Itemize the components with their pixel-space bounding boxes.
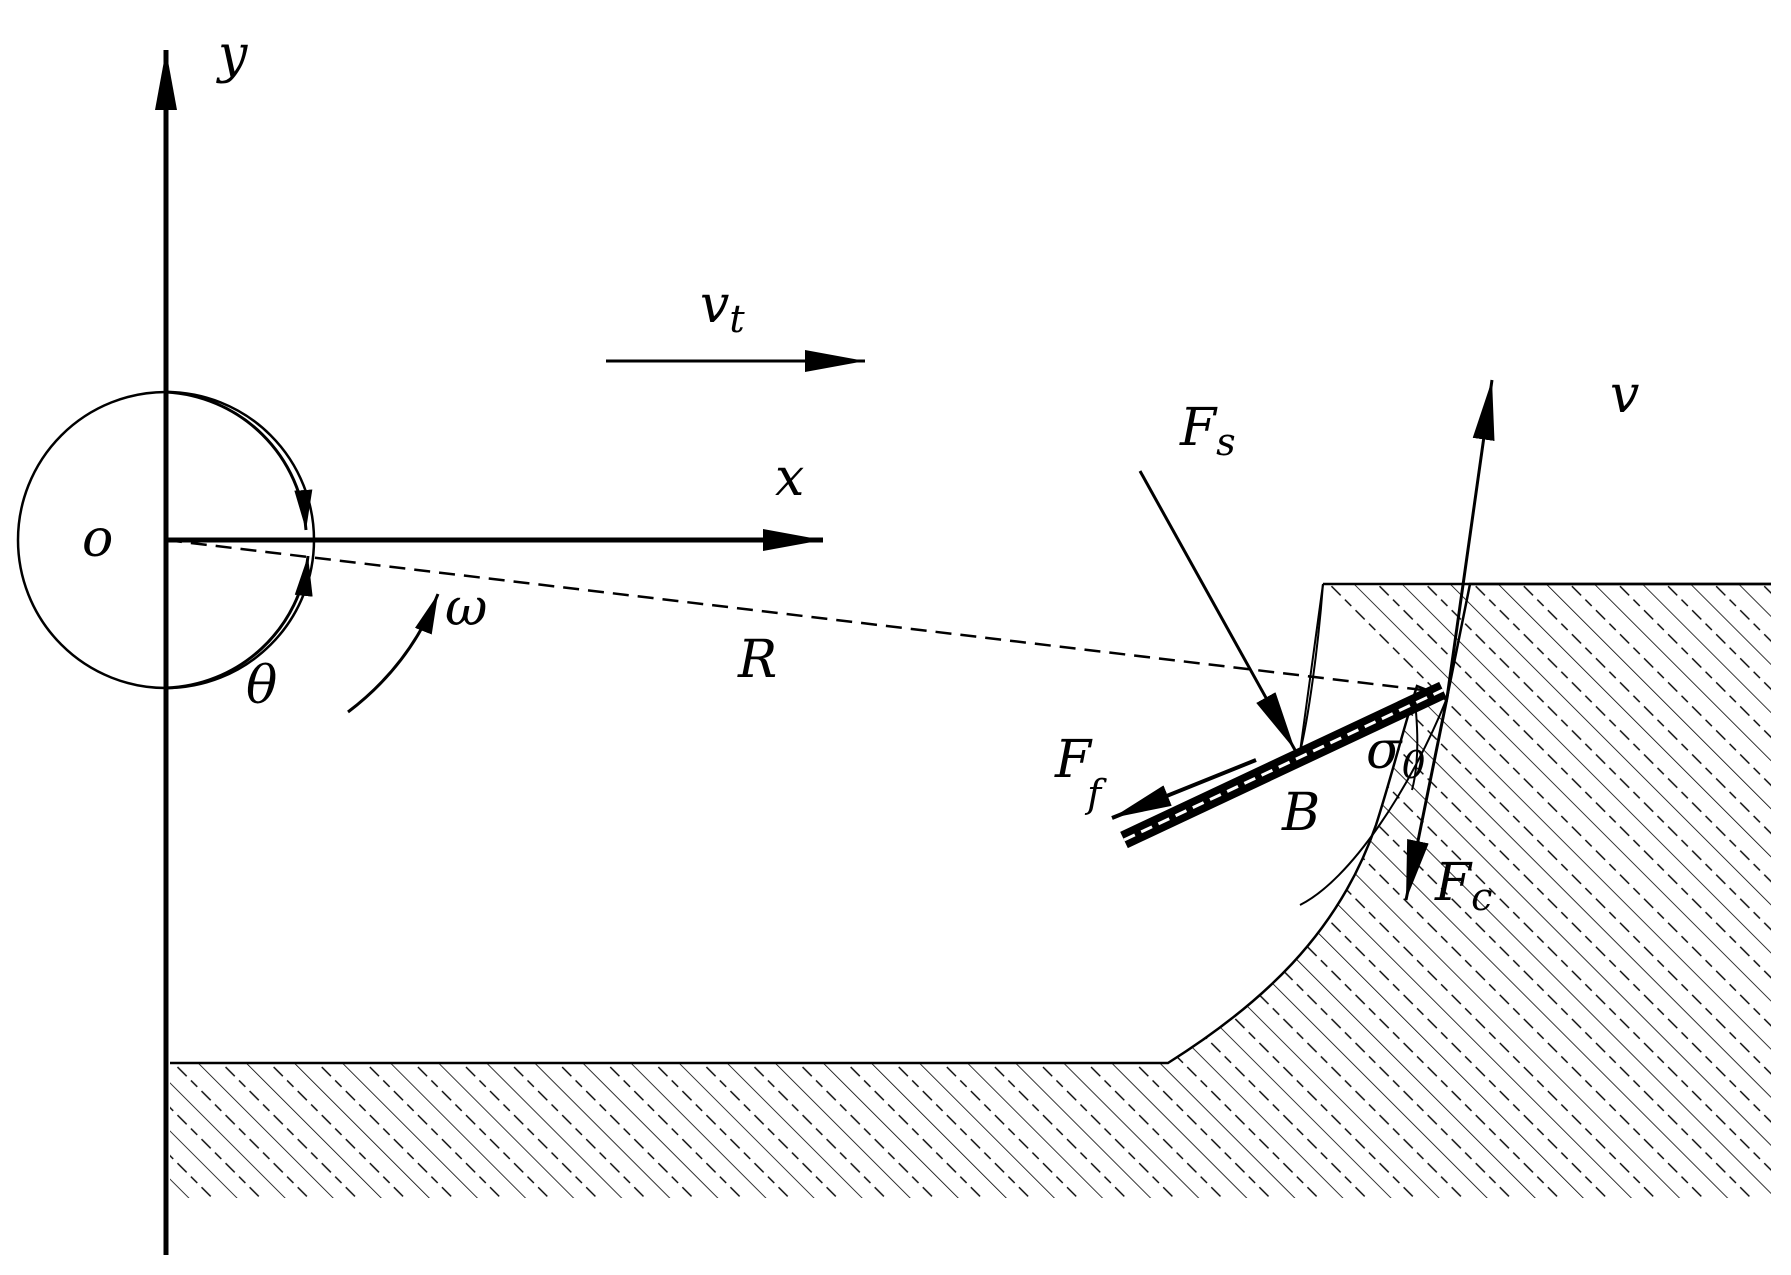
radius-dashed-line bbox=[165, 538, 1441, 694]
label-Fc: Fc bbox=[1434, 853, 1492, 919]
v-arrow bbox=[1445, 379, 1495, 699]
label-v: v bbox=[1610, 365, 1639, 425]
label-omega: ω bbox=[445, 578, 487, 638]
label-vt: vt bbox=[700, 275, 745, 341]
cutting-curve bbox=[1299, 583, 1448, 906]
blade bbox=[1120, 681, 1447, 849]
ff-arrow bbox=[1111, 758, 1257, 820]
soil-region bbox=[170, 584, 1771, 1198]
label-origin: o bbox=[82, 509, 113, 569]
label-B: B bbox=[1281, 783, 1320, 843]
cut-face-line bbox=[1299, 583, 1324, 753]
label-R: R bbox=[737, 630, 777, 690]
omega-arrow bbox=[347, 593, 440, 714]
label-y: y bbox=[216, 25, 248, 85]
fc-arrow bbox=[1404, 697, 1449, 901]
theta-arc-lower bbox=[165, 555, 313, 690]
label-x: x bbox=[775, 448, 804, 508]
label-sigma: σ0 bbox=[1366, 721, 1426, 787]
label-Fs: Fs bbox=[1179, 398, 1236, 464]
sigma-arc bbox=[1411, 711, 1419, 791]
theta-arc-upper bbox=[165, 390, 313, 531]
fs-arrow bbox=[1138, 470, 1297, 751]
label-theta: θ bbox=[246, 656, 277, 716]
